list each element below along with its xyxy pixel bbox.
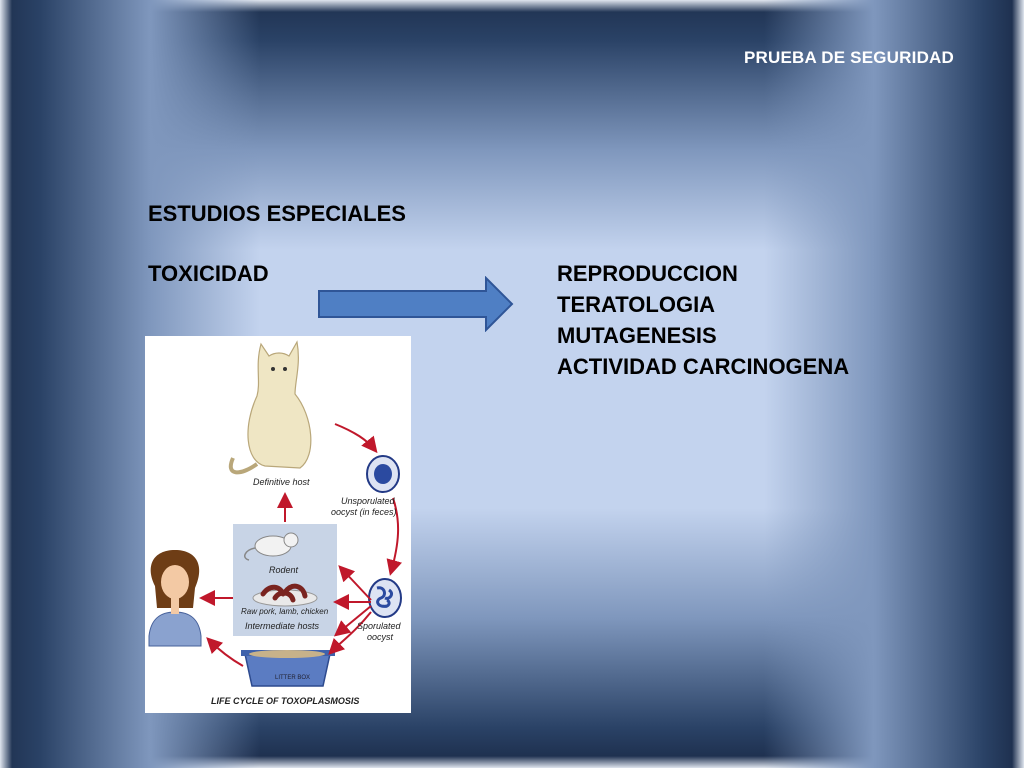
litter-box-label: LITTER BOX	[275, 675, 311, 681]
sporulated-label-2: oocyst	[367, 632, 394, 642]
sporulated-oocyst-icon	[368, 578, 402, 618]
woman-icon	[148, 550, 202, 647]
study-item: ACTIVIDAD CARCINOGENA	[557, 354, 850, 379]
unsporulated-label: Unsporulated	[341, 496, 395, 506]
meat-label: Raw pork, lamb, chicken	[241, 607, 329, 616]
toxoplasmosis-lifecycle-figure: Definitive host Unsporulated oocyst (in …	[145, 336, 411, 713]
study-item: REPRODUCCION	[557, 261, 738, 286]
frame-right	[764, 0, 1024, 768]
lifecycle-caption: LIFE CYCLE OF TOXOPLASMOSIS	[211, 696, 360, 706]
section-title: ESTUDIOS ESPECIALES	[148, 201, 406, 226]
definitive-host-label: Definitive host	[253, 477, 310, 487]
sporulated-label: Sporulated	[357, 621, 401, 631]
litter-box-icon	[241, 650, 335, 687]
right-arrow-icon	[318, 276, 514, 332]
rodent-icon	[244, 532, 299, 561]
unsporulated-label-2: oocyst (in feces)	[331, 507, 397, 517]
intermediate-hosts-label: Intermediate hosts	[245, 621, 320, 631]
header-label: PRUEBA DE SEGURIDAD	[743, 48, 954, 67]
unsporulated-oocyst-icon	[366, 455, 400, 493]
study-item: MUTAGENESIS	[557, 323, 717, 348]
raw-meat-icon	[252, 583, 318, 607]
study-item: TERATOLOGIA	[557, 292, 716, 317]
cat-icon	[228, 340, 312, 475]
studies-list: REPRODUCCION TERATOLOGIA MUTAGENESIS ACT…	[557, 258, 849, 382]
lifecycle-arrows	[199, 423, 402, 667]
toxicity-label: TOXICIDAD	[148, 261, 269, 286]
rodent-label: Rodent	[269, 565, 299, 575]
